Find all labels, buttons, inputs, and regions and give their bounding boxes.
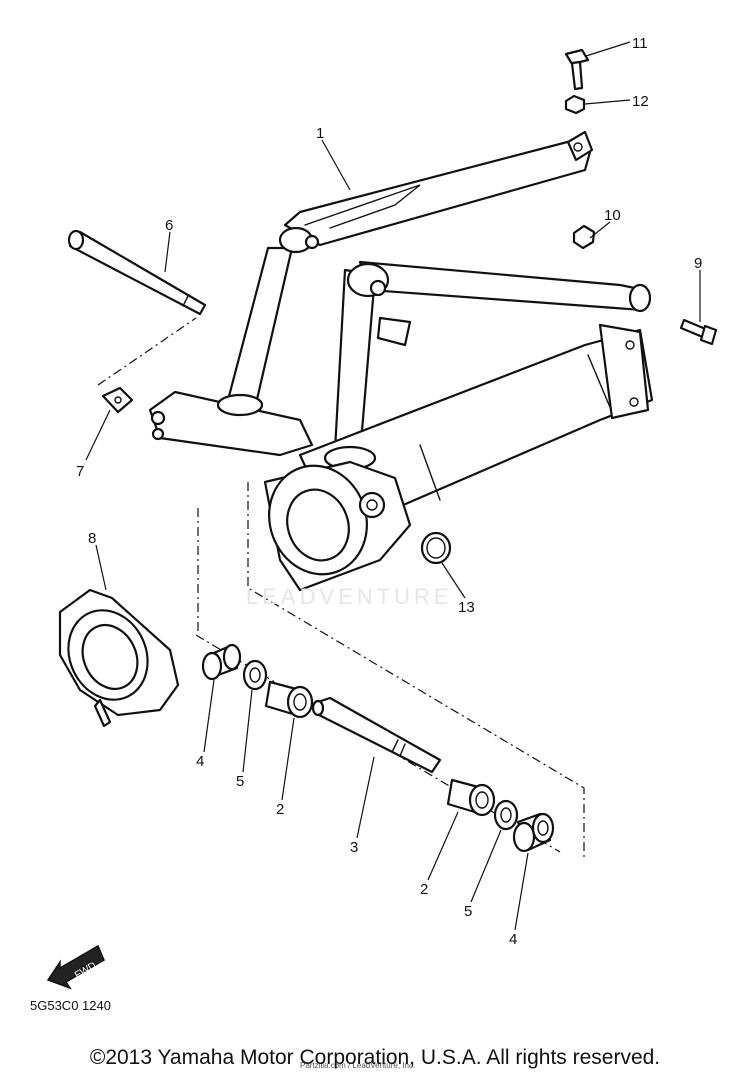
callout-1: 1 bbox=[316, 125, 324, 142]
callout-5-right: 5 bbox=[464, 903, 472, 920]
leader-lines bbox=[85, 41, 701, 931]
callout-12: 12 bbox=[632, 93, 649, 110]
callout-9: 9 bbox=[694, 255, 702, 272]
nut-12 bbox=[564, 94, 586, 115]
callout-6: 6 bbox=[165, 217, 173, 234]
bearing-right bbox=[512, 812, 555, 853]
callout-5-left: 5 bbox=[236, 773, 244, 790]
forward-arrow-icon: FWD bbox=[46, 944, 105, 990]
callout-2-left: 2 bbox=[276, 801, 284, 818]
washer-right bbox=[493, 799, 519, 831]
bolt-9 bbox=[679, 318, 718, 346]
bolt-11 bbox=[564, 48, 590, 91]
callout-11: 11 bbox=[632, 35, 648, 52]
bearing-left bbox=[201, 643, 242, 681]
callout-4-left: 4 bbox=[196, 753, 204, 770]
collar-sleeve bbox=[311, 696, 442, 774]
pivot-shaft bbox=[67, 229, 207, 316]
callout-13: 13 bbox=[458, 599, 475, 616]
needle-bearing-right bbox=[446, 778, 496, 817]
plate bbox=[101, 386, 134, 414]
credit-text: Partzilla.com / LeadVenture, Inc. bbox=[300, 1061, 416, 1070]
copyright-text: ©2013 Yamaha Motor Corporation, U.S.A. A… bbox=[89, 1046, 661, 1069]
callout-2-right: 2 bbox=[420, 881, 428, 898]
callout-8: 8 bbox=[88, 530, 96, 547]
swing-arm-frame bbox=[148, 130, 654, 592]
boot-cover bbox=[58, 588, 180, 728]
callout-3: 3 bbox=[350, 839, 358, 856]
nut-10 bbox=[572, 224, 596, 250]
needle-bearing-left bbox=[264, 680, 314, 719]
callout-4-right: 4 bbox=[509, 931, 517, 948]
cap-13 bbox=[420, 531, 452, 565]
callouts: 1 6 7 8 9 10 11 12 13 4 5 2 3 2 5 4 bbox=[76, 35, 702, 948]
callout-10: 10 bbox=[604, 207, 621, 224]
watermark: LEADVENTURE bbox=[246, 584, 453, 609]
diagram-code: 5G53C0 1240 bbox=[30, 998, 111, 1013]
washer-left bbox=[242, 659, 268, 691]
callout-7: 7 bbox=[76, 463, 84, 480]
